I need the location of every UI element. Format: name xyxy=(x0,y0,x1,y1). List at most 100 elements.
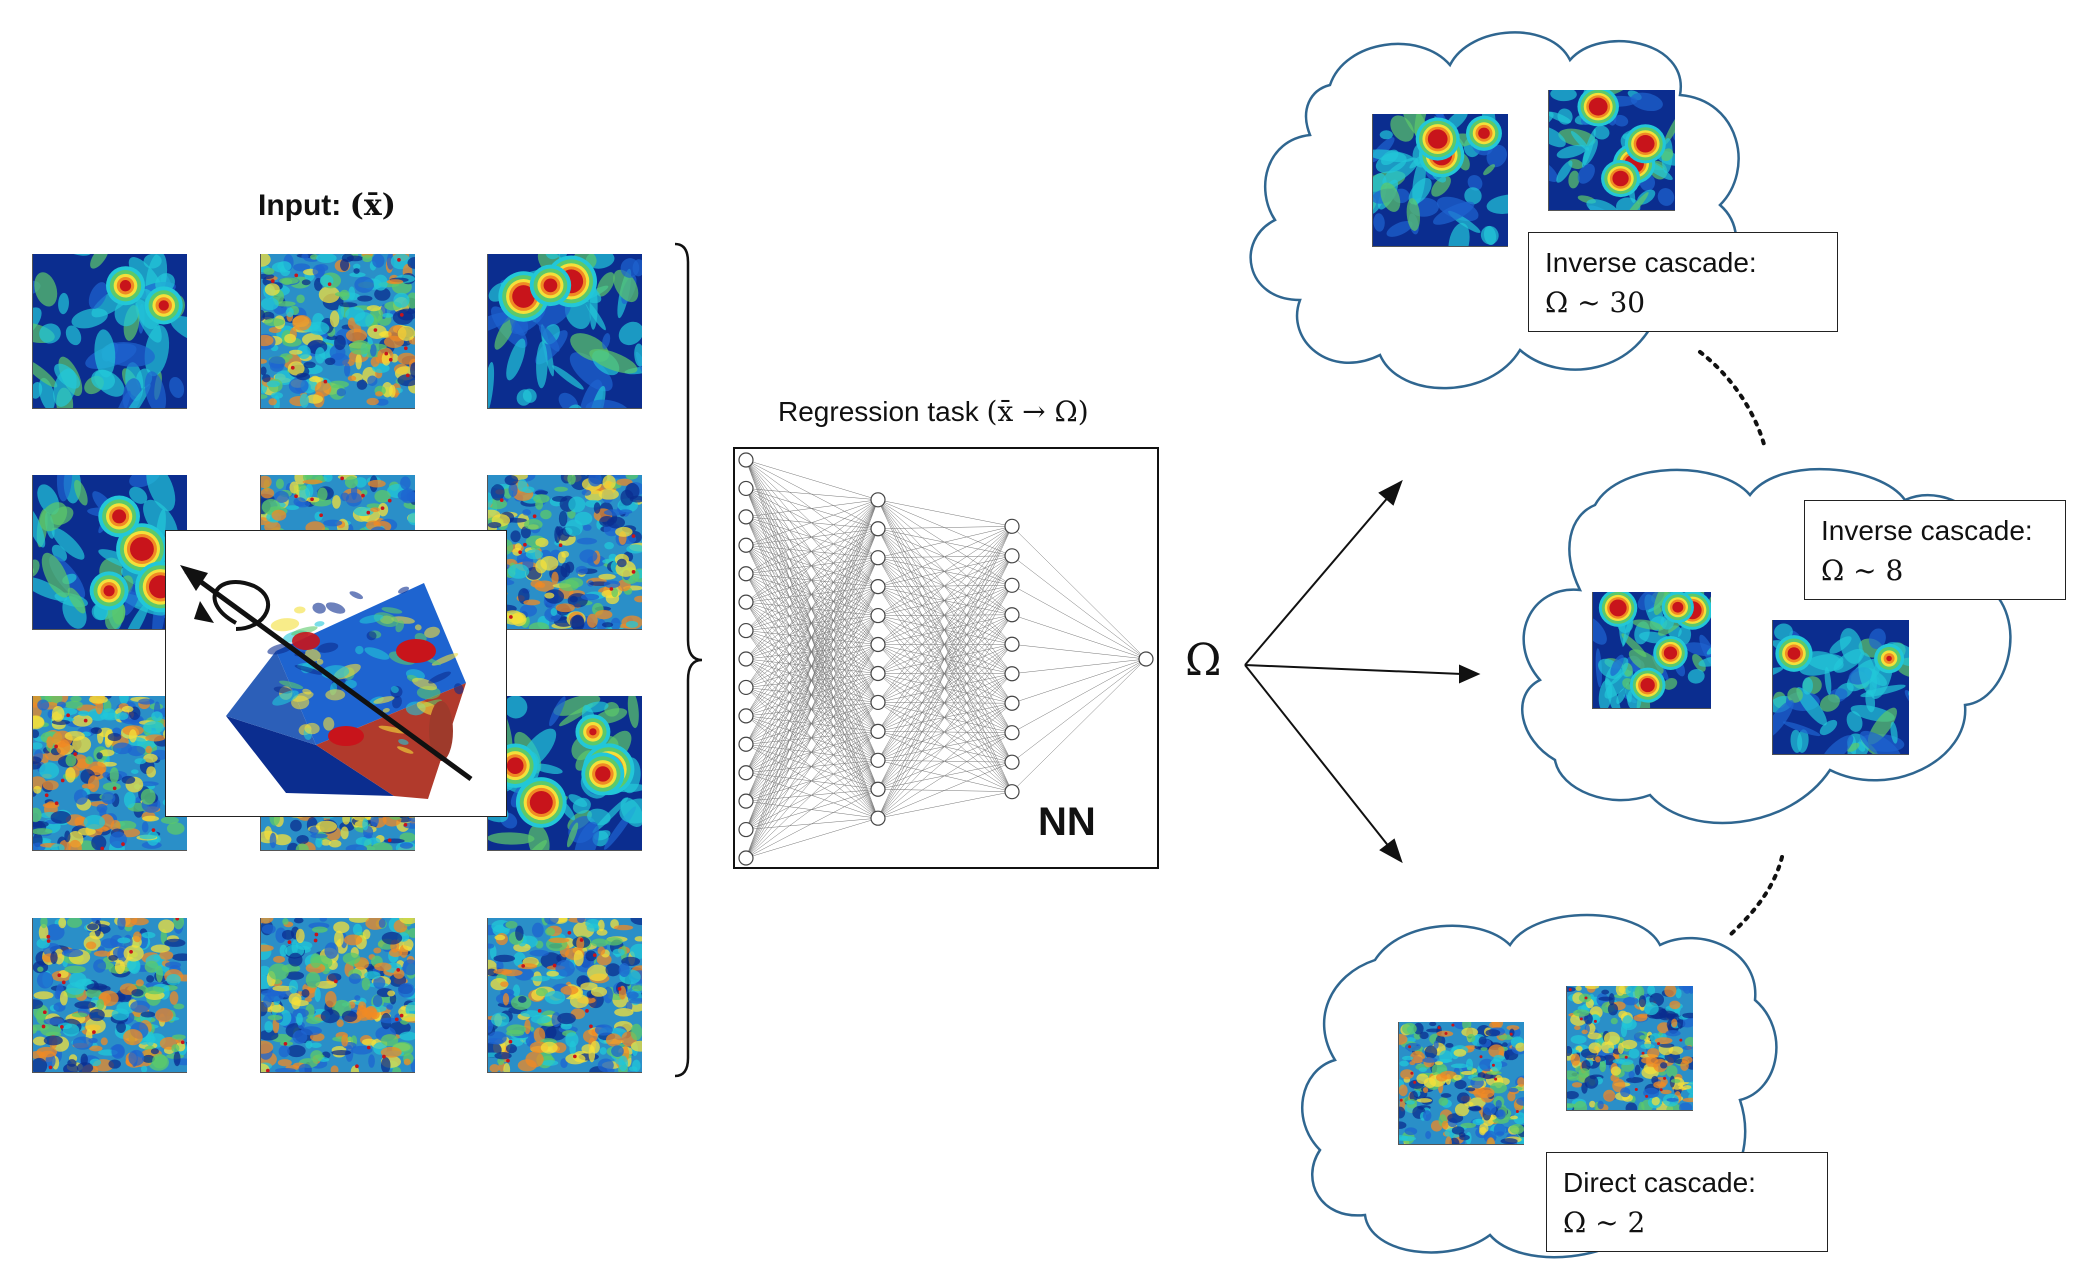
texture-blob xyxy=(612,948,625,957)
texture-blob xyxy=(61,980,66,985)
texture-blob xyxy=(67,587,86,614)
texture-blob xyxy=(289,349,303,355)
texture-blob xyxy=(373,274,388,291)
texture-blob xyxy=(300,1026,322,1036)
network-node xyxy=(870,607,886,624)
texture-blob xyxy=(261,965,271,976)
texture-blob xyxy=(1623,996,1639,1006)
network-node xyxy=(870,665,886,682)
texture-blob xyxy=(1630,92,1663,112)
texture-blob xyxy=(72,714,93,727)
network-edge xyxy=(745,499,879,546)
texture-blob xyxy=(41,552,70,598)
texture-blob xyxy=(529,790,553,814)
texture-blob xyxy=(164,938,186,947)
texture-blob xyxy=(1413,1022,1424,1035)
texture-blob xyxy=(559,579,579,592)
texture-blob xyxy=(346,255,364,262)
network-edge xyxy=(877,760,1013,792)
texture-blob xyxy=(1821,735,1854,754)
texture-blob xyxy=(78,710,90,717)
texture-blob xyxy=(508,1039,513,1044)
texture-blob xyxy=(1471,1077,1485,1082)
texture-blob xyxy=(581,489,592,496)
texture-blob xyxy=(1479,1122,1489,1134)
texture-blob xyxy=(319,513,323,518)
texture-blob xyxy=(357,295,373,302)
texture-blob xyxy=(380,1017,399,1024)
texture-blob xyxy=(159,950,174,960)
texture-blob xyxy=(310,953,322,968)
cloud-label-high-omega: Inverse cascade: Ω ~ 30 xyxy=(1528,232,1838,332)
texture-blob xyxy=(634,595,642,603)
texture-blob xyxy=(548,937,570,944)
texture-blob xyxy=(145,986,165,995)
texture-blob xyxy=(490,978,509,991)
regression-title-prefix: Regression task xyxy=(778,396,987,427)
texture-blob xyxy=(1570,1053,1581,1066)
texture-blob xyxy=(532,763,563,774)
texture-blob xyxy=(141,931,156,939)
texture-blob xyxy=(1517,1077,1524,1087)
texture-blob xyxy=(341,1010,358,1023)
network-node xyxy=(738,736,754,752)
texture-blob xyxy=(601,622,614,628)
network-edge xyxy=(745,687,879,761)
texture-blob xyxy=(138,781,159,787)
texture-blob xyxy=(1616,688,1627,704)
texture-blob xyxy=(1429,1022,1437,1027)
texture-blob xyxy=(33,359,58,388)
texture-blob xyxy=(494,1052,512,1060)
texture-blob xyxy=(1610,1017,1618,1025)
texture-blob xyxy=(394,1017,399,1022)
texture-blob xyxy=(605,963,621,977)
texture-blob xyxy=(39,323,61,344)
texture-blob xyxy=(1796,687,1827,726)
texture-blob xyxy=(505,1044,517,1054)
texture-blob xyxy=(330,1065,339,1072)
cloud-field-vortex xyxy=(1772,620,1909,755)
texture-blob xyxy=(1489,1058,1502,1072)
network-edge xyxy=(877,761,1013,819)
texture-blob xyxy=(1509,1032,1513,1036)
texture-blob xyxy=(628,1066,638,1072)
texture-blob xyxy=(1433,1040,1439,1049)
field-snapshot-vortex xyxy=(32,254,187,409)
texture-blob xyxy=(99,749,115,757)
texture-blob xyxy=(1579,1017,1583,1021)
texture-blob xyxy=(1567,1045,1573,1057)
cube-texture-blob xyxy=(392,695,402,709)
texture-blob xyxy=(382,1054,386,1059)
cloud-outline-middle xyxy=(1521,467,2012,825)
texture-blob xyxy=(33,742,43,750)
texture-blob xyxy=(1483,164,1496,176)
texture-blob xyxy=(1663,646,1678,660)
texture-blob xyxy=(314,381,332,397)
texture-blob xyxy=(555,959,575,977)
turbulence-texture xyxy=(1773,623,1909,754)
texture-blob xyxy=(1488,1044,1505,1058)
texture-blob xyxy=(1549,126,1566,148)
texture-blob xyxy=(373,328,378,332)
texture-blob xyxy=(361,493,365,498)
texture-blob xyxy=(290,819,302,832)
network-edge xyxy=(745,630,879,703)
cube-texture-blob xyxy=(398,586,410,594)
texture-blob xyxy=(85,756,94,765)
cube-texture-blob xyxy=(328,726,364,746)
texture-blob xyxy=(261,366,267,376)
texture-blob xyxy=(554,526,561,543)
texture-blob xyxy=(1460,1122,1477,1129)
texture-blob xyxy=(336,388,347,397)
output-arrows xyxy=(1244,479,1481,864)
texture-blob xyxy=(39,502,68,532)
network-node xyxy=(870,781,886,797)
texture-blob xyxy=(109,767,119,784)
texture-blob xyxy=(274,1067,297,1072)
texture-blob xyxy=(518,588,530,605)
texture-blob xyxy=(549,696,566,727)
arrowhead-icon xyxy=(1379,838,1403,864)
texture-blob xyxy=(146,975,155,983)
texture-blob xyxy=(616,558,627,568)
texture-blob xyxy=(1400,1069,1414,1080)
